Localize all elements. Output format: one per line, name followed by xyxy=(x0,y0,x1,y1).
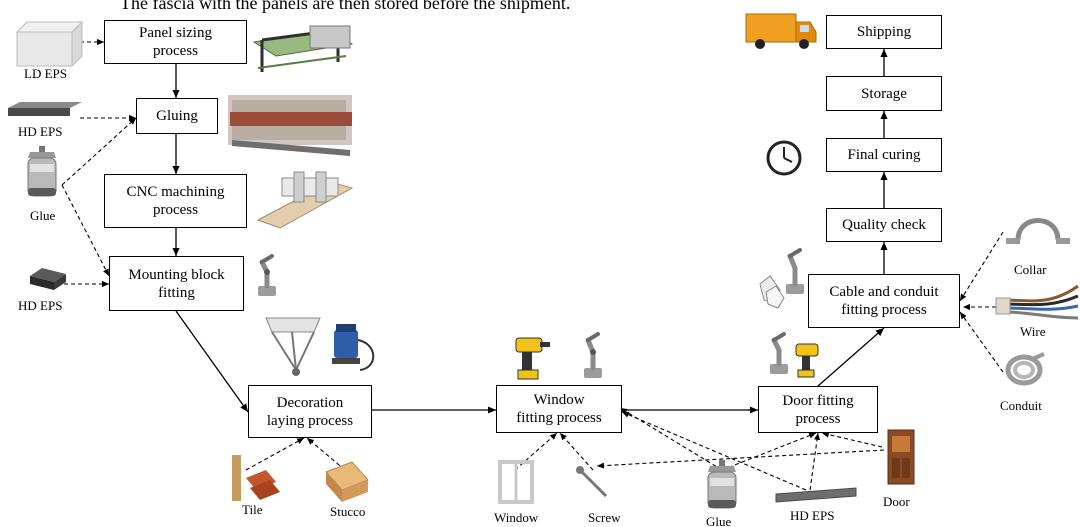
box-line: fitting process xyxy=(841,302,927,318)
cnc-machine-icon xyxy=(256,171,354,229)
box-line: laying process xyxy=(266,412,354,429)
input-label-glue: Glue xyxy=(706,514,732,527)
robot-arm-icon xyxy=(770,332,788,374)
delta-robot-icon xyxy=(265,317,321,376)
box-line: Decoration xyxy=(276,394,344,411)
input-label-stucco: Stucco xyxy=(330,504,366,519)
process-final-curing: Final curing xyxy=(826,138,942,172)
input-label-tile: Tile xyxy=(242,502,263,517)
panel-sizing-machine-icon xyxy=(252,25,354,72)
input-label-door: Door xyxy=(883,494,910,509)
arrow-glue-to-gluing xyxy=(61,117,137,186)
stucco-bag-icon xyxy=(325,461,369,502)
robot-arm-icon xyxy=(584,332,602,378)
box-line: Window xyxy=(533,392,585,408)
input-arrows xyxy=(61,38,1004,491)
process-window-fitting: Window fitting process xyxy=(496,385,622,433)
glue-canister-icon xyxy=(27,146,57,197)
hd-eps-sheet-icon xyxy=(775,487,857,503)
box-line: CNC machining xyxy=(126,184,225,200)
arrow-door-to-window xyxy=(596,449,885,469)
gloves-icon xyxy=(759,275,785,309)
screw-icon xyxy=(576,466,608,498)
box-line: process xyxy=(153,43,198,59)
input-label-screw: Screw xyxy=(588,510,621,525)
robot-arm-icon xyxy=(258,254,276,296)
input-label-glue: Glue xyxy=(30,208,56,223)
hd-eps-block-icon xyxy=(30,268,66,290)
process-cable-conduit-fitting: Cable and conduit fitting process xyxy=(808,274,960,328)
drill-icon xyxy=(515,337,550,380)
arrow-hdeps3-to-door xyxy=(809,432,821,491)
wire-bundle-icon xyxy=(995,284,1079,320)
arrow-door-to-door xyxy=(821,431,883,448)
input-label-window: Window xyxy=(494,510,539,525)
arrow-hdeps3-to-window xyxy=(621,411,807,491)
arrow-glue2-to-door xyxy=(721,432,817,471)
arrow-collar xyxy=(959,231,1004,302)
process-storage: Storage xyxy=(826,76,942,111)
ld-eps-block-icon xyxy=(15,20,84,68)
process-panel-sizing: Panel sizing process xyxy=(104,20,247,64)
arrow-tile xyxy=(245,437,305,471)
box-line: Mounting block xyxy=(128,266,225,283)
box-line: process xyxy=(152,202,198,218)
input-label-ld-eps: LD EPS xyxy=(24,66,67,81)
process-quality-check: Quality check xyxy=(826,208,942,242)
gluing-machine-icon xyxy=(228,95,352,156)
input-label-hd-eps: HD EPS xyxy=(790,508,835,523)
box-line: fitting process xyxy=(516,410,602,426)
arrow-glue-to-mounting xyxy=(61,184,110,277)
process-cnc-machining: CNC machining process xyxy=(104,174,247,228)
truck-icon xyxy=(745,13,817,49)
glue-canister-icon xyxy=(707,460,737,509)
input-label-collar: Collar xyxy=(1014,262,1047,277)
arrow-mounting-to-decoration xyxy=(175,310,249,413)
arrow-stucco xyxy=(306,437,346,471)
arrow-door-to-cable xyxy=(817,327,885,387)
input-label-wire: Wire xyxy=(1020,324,1046,339)
hd-eps-sheet-icon xyxy=(8,102,82,116)
arrow-window xyxy=(514,432,558,471)
drill-icon xyxy=(795,343,819,378)
arrow-conduit xyxy=(959,311,1004,373)
arrow-screw xyxy=(559,432,594,471)
clock-icon xyxy=(766,140,802,176)
spray-pump-icon xyxy=(332,324,375,371)
robot-arm-icon xyxy=(786,248,804,294)
box-line: Door fitting xyxy=(782,392,854,409)
flow-arrows xyxy=(172,49,888,414)
caption: The fascia with the panels are then stor… xyxy=(120,0,571,13)
input-label-conduit: Conduit xyxy=(1000,398,1042,413)
box-line: Cable and conduit xyxy=(829,284,939,300)
collar-icon xyxy=(1006,218,1070,244)
process-gluing: Gluing xyxy=(136,98,218,134)
window-frame-icon xyxy=(498,460,534,504)
process-shipping: Shipping xyxy=(826,15,942,49)
tile-icon xyxy=(232,455,280,501)
box-line: Panel sizing xyxy=(139,25,212,41)
input-label-hd-eps: HD EPS xyxy=(18,298,63,313)
input-label-hd-eps: HD EPS xyxy=(18,124,63,139)
box-line: fitting xyxy=(158,284,195,301)
box-line: process xyxy=(795,410,841,427)
conduit-coil-icon xyxy=(1005,352,1045,386)
door-icon xyxy=(887,429,915,485)
